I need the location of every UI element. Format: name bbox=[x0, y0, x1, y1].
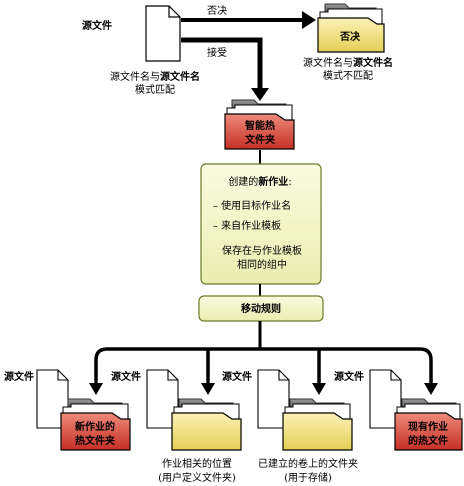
target2-source-label: 源文件 bbox=[111, 370, 141, 383]
reject-folder-label: 否决 bbox=[339, 30, 361, 43]
reject-note-line2: 模式不匹配 bbox=[323, 69, 373, 82]
target3-file-icon bbox=[257, 369, 290, 429]
reject-folder-icon bbox=[317, 3, 385, 53]
target4-source-label: 源文件 bbox=[334, 370, 364, 383]
volume-caption-line2: (用于存储) bbox=[284, 471, 332, 484]
create-job-item-2: – 来自作业模板 bbox=[213, 219, 281, 232]
reject-note: 源文件名与源文件名 bbox=[303, 56, 393, 69]
job-location-caption-line2: (用户定义文件夹) bbox=[158, 471, 236, 484]
create-job-item-1: – 使用目标作业名 bbox=[213, 199, 291, 212]
existing-job-hot-folder-line1: 现有作业 bbox=[408, 420, 448, 433]
target3-source-label: 源文件 bbox=[222, 370, 252, 383]
source-file-label: 源文件 bbox=[82, 19, 112, 32]
accept-label: 接受 bbox=[207, 46, 227, 59]
job-location-caption-line1: 作业相关的位置 bbox=[162, 457, 232, 470]
reject-arrow bbox=[181, 11, 316, 29]
move-rules-label: 移动规则 bbox=[241, 302, 281, 315]
branch-arrows bbox=[94, 347, 433, 385]
source-match-note: 源文件名与源文件名 bbox=[110, 70, 200, 83]
job-location-folder-icon bbox=[171, 398, 242, 451]
existing-job-hot-folder-line2: 的热文件 bbox=[408, 434, 448, 447]
target4-file-icon bbox=[369, 369, 402, 429]
reject-label: 否决 bbox=[207, 5, 227, 17]
branch-arrowheads bbox=[89, 383, 438, 395]
new-job-hot-folder-line2: 热文件夹 bbox=[75, 434, 115, 447]
target1-source-label: 源文件 bbox=[4, 370, 34, 383]
create-job-title: 创建的新作业: bbox=[228, 175, 291, 188]
existing-job-hot-folder-icon bbox=[394, 398, 463, 451]
new-job-hot-folder-line1: 新作业的 bbox=[75, 420, 115, 433]
target2-file-icon bbox=[146, 369, 179, 429]
create-job-save-line2: 相同的组中 bbox=[237, 258, 287, 271]
create-job-save-line1: 保存在与作业模板 bbox=[222, 244, 302, 257]
source-match-note-line2: 模式匹配 bbox=[135, 83, 175, 96]
accept-arrow bbox=[181, 37, 269, 101]
smart-hot-folder-line1: 智能热 bbox=[245, 119, 275, 132]
new-job-hot-folder-icon bbox=[60, 398, 131, 451]
volume-folder-icon bbox=[282, 398, 353, 451]
volume-caption-line1: 已建立的卷上的文件夹 bbox=[258, 457, 358, 470]
smart-hot-folder-line2: 文件夹 bbox=[245, 133, 275, 146]
source-file-icon bbox=[145, 5, 181, 62]
smart-hot-folder-icon bbox=[224, 99, 295, 150]
